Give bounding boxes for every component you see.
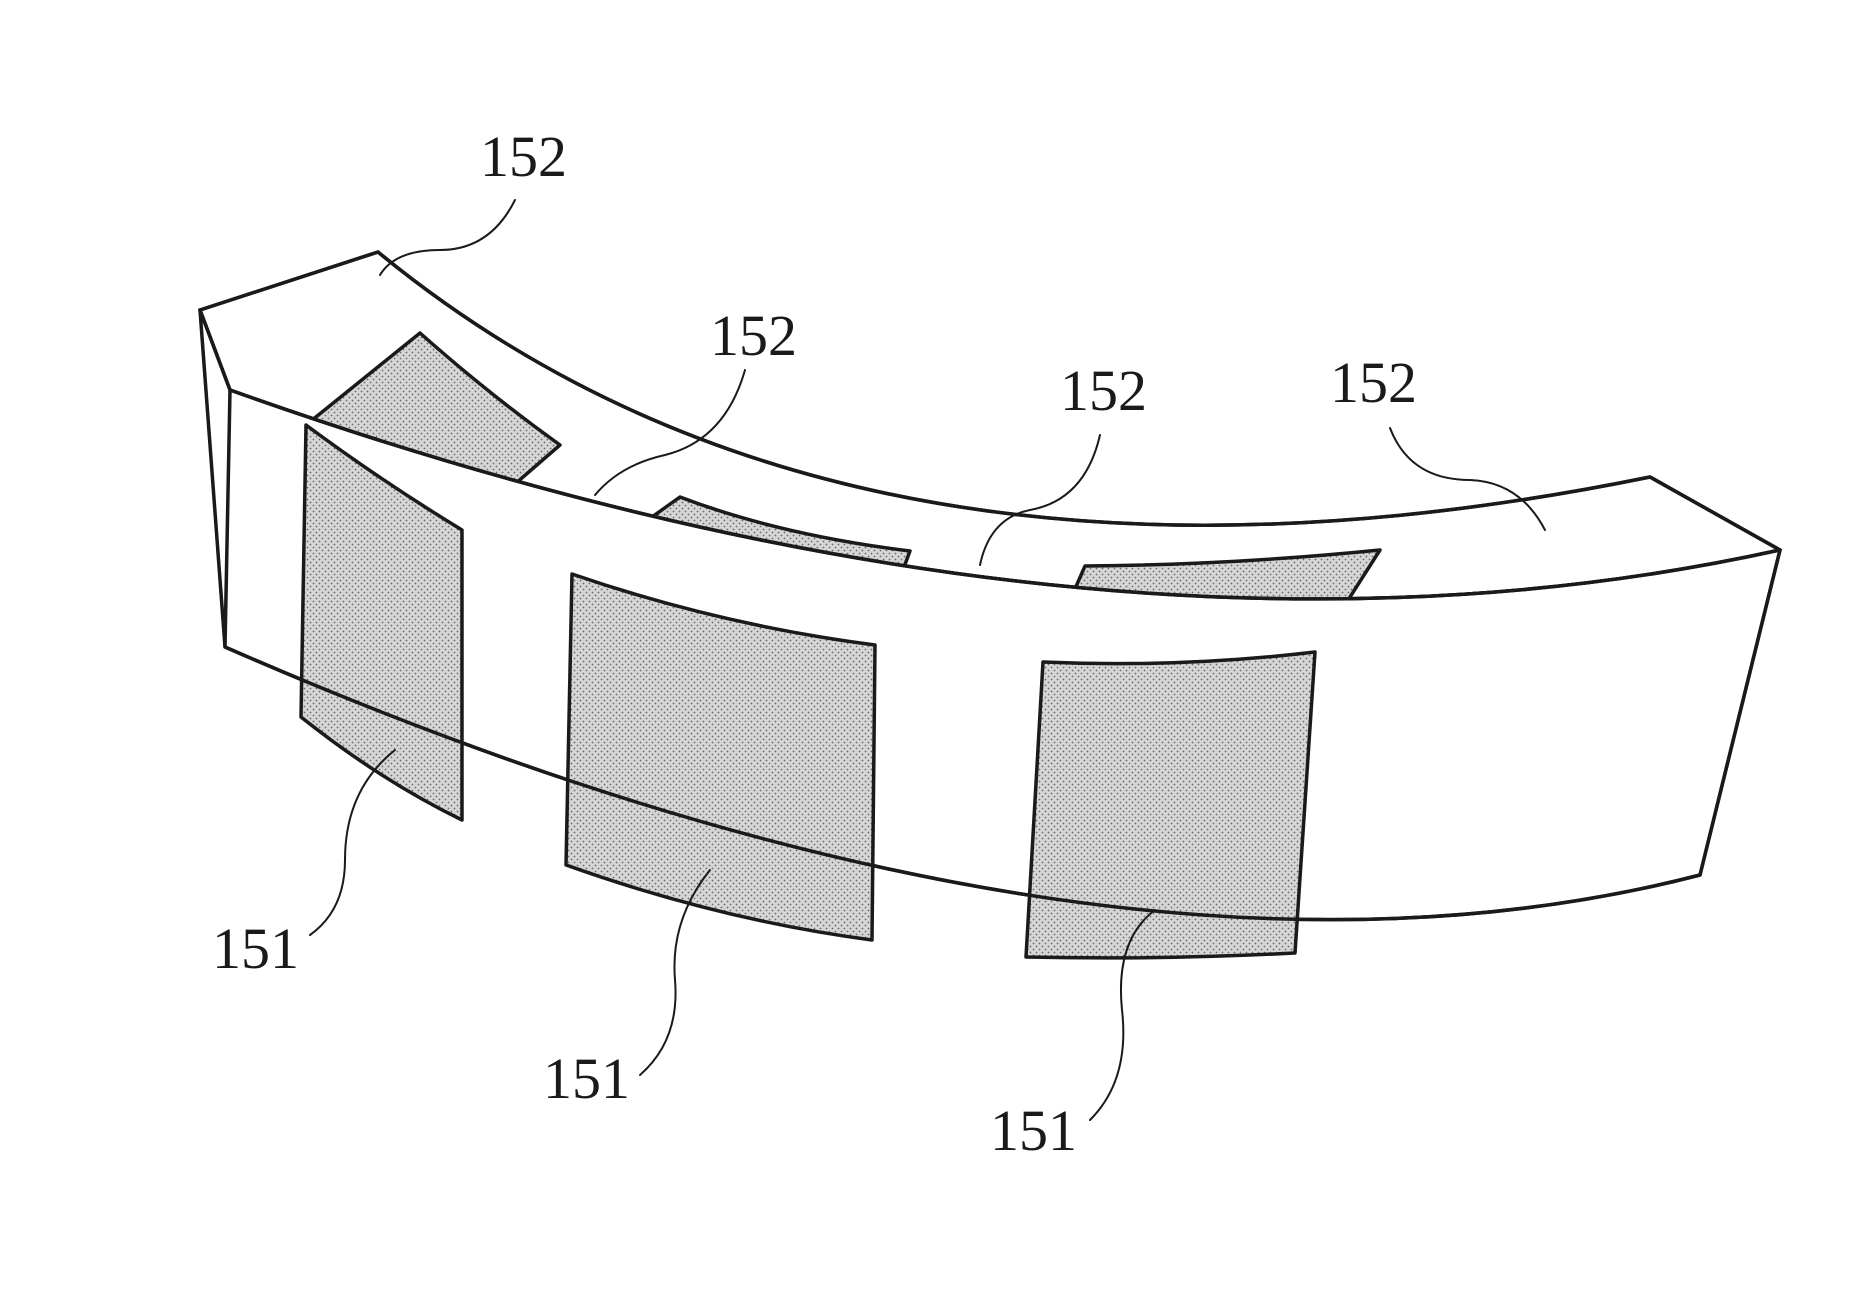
leader-151-a (310, 750, 395, 935)
leader-152-a (380, 200, 515, 275)
ref-label-152: 152 (1060, 358, 1147, 423)
ref-label-151: 151 (212, 916, 299, 981)
ref-label-152: 152 (1330, 350, 1417, 415)
ref-label-152: 152 (710, 303, 797, 368)
ref-label-151: 151 (543, 1046, 630, 1111)
ref-label-152: 152 (480, 124, 567, 189)
ref-label-151: 151 (990, 1098, 1077, 1163)
